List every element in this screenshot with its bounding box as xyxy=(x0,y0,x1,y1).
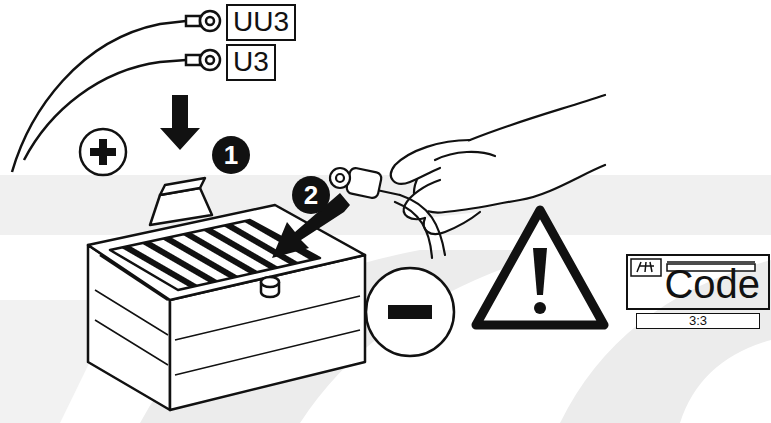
code-display: Code xyxy=(626,254,770,310)
box-text: UU3 xyxy=(233,7,289,38)
callout-number: 2 xyxy=(292,176,330,214)
callout-number: 1 xyxy=(212,136,250,174)
box-text: 3:3 xyxy=(639,314,757,328)
box-text: U3 xyxy=(233,47,269,78)
label-box: UU3 xyxy=(226,4,296,41)
label-box: U3 xyxy=(226,44,276,81)
box-text: Code xyxy=(628,262,760,306)
label-box: 3:3 xyxy=(636,313,760,329)
